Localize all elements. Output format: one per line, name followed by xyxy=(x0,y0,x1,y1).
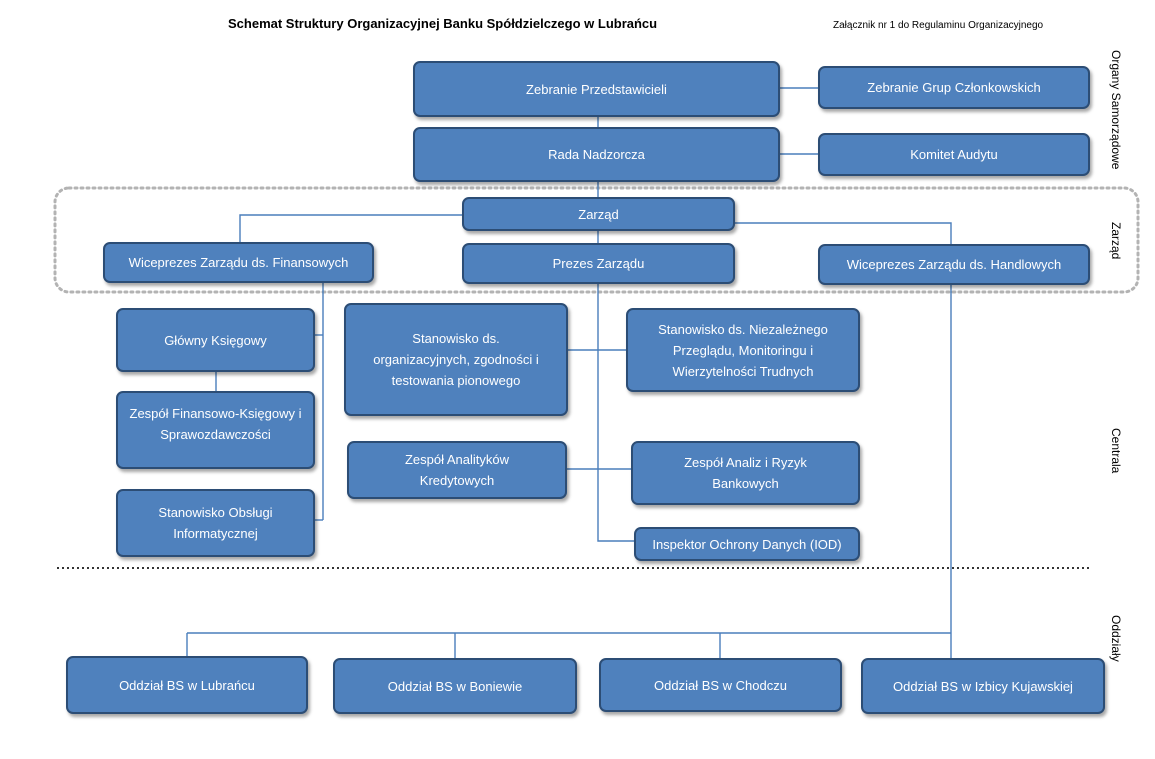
node-wiceprezes-finansowy: Wiceprezes Zarządu ds. Finansowych xyxy=(103,242,374,283)
node-glowny-ksiegowy: Główny Księgowy xyxy=(116,308,315,372)
node-oddzial-izbica: Oddział BS w Izbicy Kujawskiej xyxy=(861,658,1105,714)
node-prezes-zarzadu: Prezes Zarządu xyxy=(462,243,735,284)
node-zespol-finansowo-ksiegowy: Zespół Finansowo-Księgowy i Sprawozdawcz… xyxy=(116,391,315,469)
section-label-zarzad: Zarząd xyxy=(1109,222,1123,260)
node-stanowisko-obslugi-informatycznej: Stanowisko Obsługi Informatycznej xyxy=(116,489,315,557)
section-label-centrala: Centrala xyxy=(1109,428,1123,474)
node-zarzad: Zarząd xyxy=(462,197,735,231)
section-label-oddzialy: Oddziały xyxy=(1109,615,1123,662)
node-oddzial-chodecz: Oddział BS w Chodczu xyxy=(599,658,842,712)
node-zespol-analitykow: Zespół Analityków Kredytowych xyxy=(347,441,567,499)
node-wiceprezes-handlowy: Wiceprezes Zarządu ds. Handlowych xyxy=(818,244,1090,285)
node-oddzial-lubraniec: Oddział BS w Lubrańcu xyxy=(66,656,308,714)
annex-note: Załącznik nr 1 do Regulaminu Organizacyj… xyxy=(833,20,1044,31)
node-rada-nadzorcza: Rada Nadzorcza xyxy=(413,127,780,182)
node-zespol-analiz-ryzyk: Zespół Analiz i Ryzyk Bankowych xyxy=(631,441,860,505)
node-zebranie-grup-czlonkowskich: Zebranie Grup Członkowskich xyxy=(818,66,1090,109)
node-iod: Inspektor Ochrony Danych (IOD) xyxy=(634,527,860,561)
node-stanowisko-organizacyjne: Stanowisko ds. organizacyjnych, zgodnośc… xyxy=(344,303,568,416)
node-oddzial-boniewo: Oddział BS w Boniewie xyxy=(333,658,577,714)
node-stanowisko-przeglad: Stanowisko ds. Niezależnego Przeglądu, M… xyxy=(626,308,860,392)
node-komitet-audytu: Komitet Audytu xyxy=(818,133,1090,176)
zarzad-group-outline xyxy=(53,186,1140,294)
section-label-organy: Organy Samorządowe xyxy=(1109,50,1123,170)
chart-title: Schemat Struktury Organizacyjnej Banku S… xyxy=(228,16,658,31)
node-zebranie-przedstawicieli: Zebranie Przedstawicieli xyxy=(413,61,780,117)
